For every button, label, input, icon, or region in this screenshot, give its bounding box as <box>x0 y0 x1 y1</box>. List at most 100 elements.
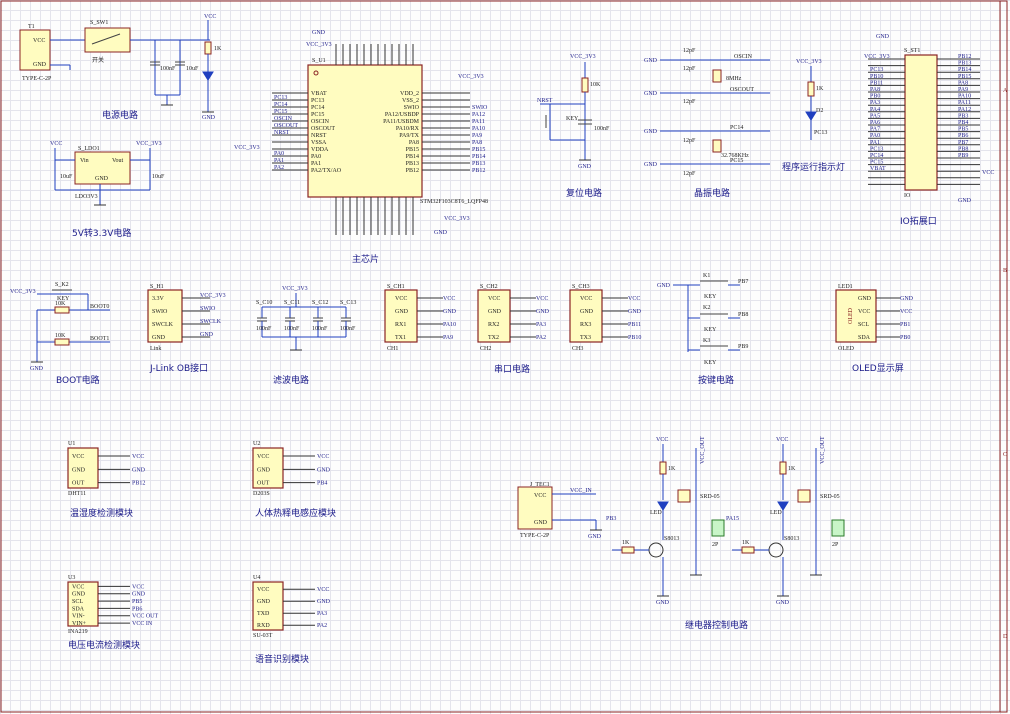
io-right-net-label: PB9 <box>958 153 968 159</box>
mcu-left-pin-label: PC15 <box>311 112 324 118</box>
power-circuit: T1 VCC GND TYPE-C-2P S_SW1 开关 100nF 10uF… <box>19 14 222 121</box>
io-left-net-label: PA7 <box>870 127 880 133</box>
svg-text:VCC_3V3: VCC_3V3 <box>570 54 596 60</box>
ina-net-label: VCC <box>132 584 144 590</box>
oled-pin-label: GND <box>858 296 872 302</box>
svg-text:GND: GND <box>578 164 592 170</box>
io-left-net-label: PA0 <box>870 133 880 139</box>
svg-text:D2: D2 <box>816 108 823 114</box>
mcu-left-pin-label: PA2/TX/AO <box>311 168 342 174</box>
svg-text:S_H1: S_H1 <box>150 284 164 290</box>
relay-resistor <box>779 461 787 475</box>
relay-r3: 1K <box>622 540 630 546</box>
relay-r1: 1K <box>668 466 676 472</box>
serial-header-body <box>569 289 603 343</box>
oled-pin-label: SCL <box>858 322 869 328</box>
mcu-left-net-label: OSCOUT <box>274 123 298 129</box>
relay-vcc: VCC <box>776 437 788 443</box>
serial-pin-label: TX2 <box>488 335 499 341</box>
mcu-right-pin-label: PB14 <box>406 154 419 160</box>
io-right-net-label: PB14 <box>958 67 971 73</box>
ina-pin-label: GND <box>72 592 86 598</box>
resistor-r4 <box>54 306 70 314</box>
serial-ref: S_CH1 <box>387 284 405 290</box>
ldo-regulator <box>74 151 131 185</box>
filter-cap-value: 100nF <box>256 326 272 332</box>
oled-pin-label: SDA <box>858 335 871 341</box>
oled-net-label: PB1 <box>900 322 910 328</box>
svg-text:T1: T1 <box>28 24 35 30</box>
mcu-right-pin-label: PA10/RX <box>396 126 420 132</box>
svg-text:12pF: 12pF <box>683 138 696 144</box>
serial-net-label: PA10 <box>443 322 456 328</box>
svg-text:GND: GND <box>958 198 972 204</box>
io-left-net-label: PB11 <box>870 80 883 86</box>
crystal-y2 <box>712 139 722 153</box>
mcu-right-pin-label: VDD_2 <box>400 91 419 97</box>
oled-net-label: PB0 <box>900 335 910 341</box>
reset-caption: 复位电路 <box>566 187 602 199</box>
svg-text:VCC_3V3: VCC_3V3 <box>10 289 36 295</box>
key-k3: K3 KEY PB9 <box>688 338 748 366</box>
svg-text:10K: 10K <box>55 333 66 339</box>
voice-pin-label: GND <box>257 599 271 605</box>
svg-text:K1: K1 <box>703 273 710 279</box>
mcu-left-net-label: OSCIN <box>274 116 293 122</box>
mcu-right-net-label: PA9 <box>472 133 482 139</box>
mcu-left-net-label: PC14 <box>274 102 287 108</box>
svg-text:1K: 1K <box>214 46 222 52</box>
resistor-r5 <box>54 338 70 346</box>
mcu-left-pin-label: VBAT <box>311 91 327 97</box>
svg-text:VCC: VCC <box>33 38 45 44</box>
svg-text:S_LDO1: S_LDO1 <box>78 146 100 152</box>
pir-body <box>252 447 284 489</box>
svg-text:VCC_3V3: VCC_3V3 <box>864 54 890 60</box>
mcu-left-pin-label: OSCIN <box>311 119 330 125</box>
serial-pin-label: TX1 <box>395 335 406 341</box>
mcu-left-pin-label: OSCOUT <box>311 126 335 132</box>
io-right-net-label: PB13 <box>958 61 971 67</box>
svg-text:1K: 1K <box>816 86 824 92</box>
relay-led-icon <box>657 501 669 511</box>
mcu-right-pin-label: PB15 <box>406 147 419 153</box>
svg-text:PC15: PC15 <box>730 158 743 164</box>
relay-jk: SRD-05 <box>820 494 840 500</box>
svg-text:B: B <box>1003 268 1007 274</box>
svg-text:S_SW1: S_SW1 <box>90 20 108 26</box>
io-left-net-label: PC14 <box>870 153 883 159</box>
row-markers: A B C D <box>1003 88 1008 640</box>
svg-text:KEY: KEY <box>704 327 717 333</box>
svg-text:S_U1: S_U1 <box>312 58 326 64</box>
ina-body <box>67 581 99 627</box>
jlink-pin-label: 3.3V <box>152 296 165 302</box>
serial-pin-label: RX1 <box>395 322 406 328</box>
io-caption: IO拓展口 <box>900 215 937 227</box>
io-right-net-label: PB15 <box>958 74 971 80</box>
io-left-net-label: VBAT <box>870 166 886 172</box>
ldo-caption: 5V转3.3V电路 <box>72 227 131 239</box>
serial-pin-label: TX3 <box>580 335 591 341</box>
svg-text:LDO3V3: LDO3V3 <box>75 194 98 200</box>
ina-pin-label: VIN+ <box>72 621 87 627</box>
resistor-r3 <box>807 81 815 97</box>
serial-net-label: GND <box>628 309 642 315</box>
svg-text:GND: GND <box>202 115 216 121</box>
crystal-y1 <box>712 69 722 83</box>
dht-part: DHT11 <box>68 491 86 497</box>
io-right-net-label: PB8 <box>958 146 968 152</box>
svg-text:PC13: PC13 <box>814 130 827 136</box>
dht-pin-label: VCC <box>72 454 84 460</box>
svg-text:KEY: KEY <box>704 294 717 300</box>
svg-text:100nF: 100nF <box>594 126 610 132</box>
serial-net-label: VCC <box>443 296 455 302</box>
oled-caption: OLED显示屏 <box>852 363 904 374</box>
svg-text:12pF: 12pF <box>683 99 696 105</box>
mcu-right-net-label: SWIO <box>472 105 488 111</box>
dht-body <box>67 447 99 489</box>
voice-pin-label: RXD <box>257 623 270 629</box>
relay-out-net: VCC_OUT <box>700 436 706 464</box>
